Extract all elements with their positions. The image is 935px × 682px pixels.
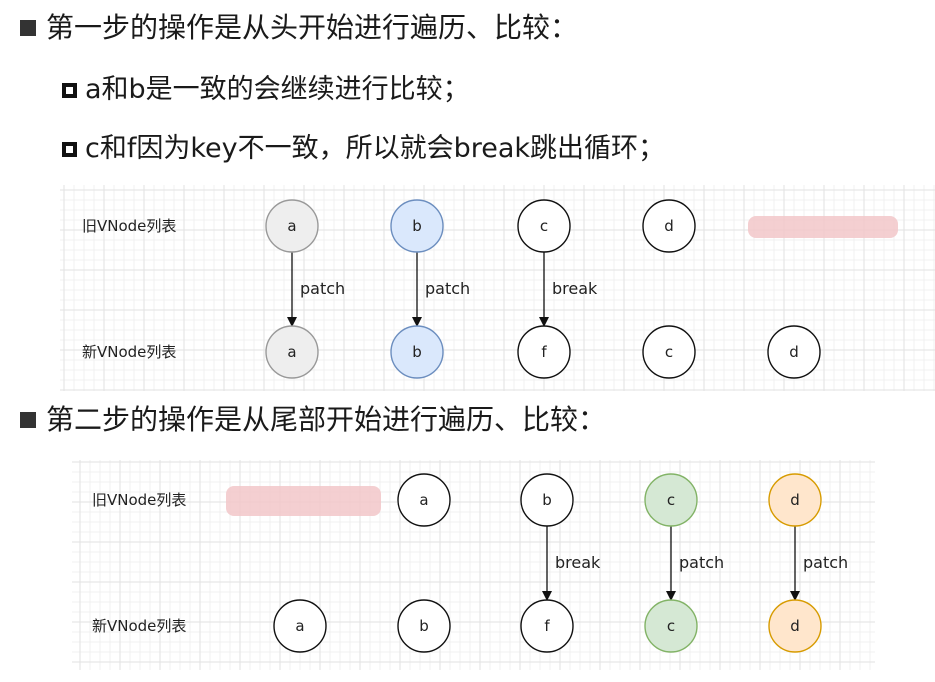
node-label: c <box>665 343 673 361</box>
old-vnode-list-label: 旧VNode列表 <box>82 217 176 235</box>
new-node: b <box>397 599 451 653</box>
new-node: c <box>642 325 696 379</box>
old-node: d <box>768 473 822 527</box>
old-node: b <box>520 473 574 527</box>
new-node: d <box>768 599 822 653</box>
diagram-step1: 旧VNode列表新VNode列表 patch patch break a b c d a b f c d <box>60 185 935 391</box>
node-label: c <box>540 217 548 235</box>
filled-square-bullet-icon <box>20 20 36 36</box>
node-label: d <box>790 491 800 509</box>
redacted-placeholder <box>748 216 898 238</box>
edge-label: break <box>552 279 598 298</box>
node-label: a <box>287 343 296 361</box>
old-vnode-list-label: 旧VNode列表 <box>92 491 186 509</box>
redacted-placeholder <box>226 486 381 516</box>
node-label: a <box>419 491 428 509</box>
edge-label: patch <box>803 553 848 572</box>
step1-sub1-text: a和b是一致的会继续进行比较； <box>85 74 470 105</box>
old-node: b <box>390 199 444 253</box>
edge-label: patch <box>679 553 724 572</box>
node-label: b <box>419 617 429 635</box>
new-node: d <box>767 325 821 379</box>
new-node: a <box>265 325 319 379</box>
new-node: a <box>273 599 327 653</box>
old-node: d <box>642 199 696 253</box>
new-node: b <box>390 325 444 379</box>
new-vnode-list-label: 新VNode列表 <box>92 617 186 635</box>
old-node: a <box>397 473 451 527</box>
edge-label: patch <box>300 279 345 298</box>
old-node: a <box>265 199 319 253</box>
edge-label: break <box>555 553 601 572</box>
step2-heading: 第二步的操作是从尾部开始进行遍历、比较： <box>20 402 606 438</box>
old-node: c <box>517 199 571 253</box>
step1-sub-item-2: c和f因为key不一致，所以就会break跳出循环； <box>62 131 665 167</box>
new-node: f <box>520 599 574 653</box>
diagram-step2: 旧VNode列表新VNode列表 break patch patch a b c d a b f c d <box>72 460 875 670</box>
node-label: b <box>542 491 552 509</box>
node-label: d <box>790 617 800 635</box>
node-label: f <box>544 617 550 635</box>
node-label: b <box>412 217 422 235</box>
step2-text: 第二步的操作是从尾部开始进行遍历、比较： <box>46 403 607 436</box>
node-label: d <box>664 217 674 235</box>
edge-label: patch <box>425 279 470 298</box>
step1-heading: 第一步的操作是从头开始进行遍历、比较： <box>20 10 578 46</box>
node-label: f <box>541 343 547 361</box>
node-label: c <box>667 491 675 509</box>
hollow-square-bullet-icon <box>62 82 77 98</box>
step1-sub2-text: c和f因为key不一致，所以就会break跳出循环； <box>85 133 666 164</box>
node-label: b <box>412 343 422 361</box>
grid-background <box>72 460 875 670</box>
node-label: d <box>789 343 799 361</box>
new-vnode-list-label: 新VNode列表 <box>82 343 176 361</box>
new-node: c <box>644 599 698 653</box>
new-node: f <box>517 325 571 379</box>
node-label: a <box>295 617 304 635</box>
hollow-square-bullet-icon <box>62 141 77 157</box>
step1-sub-item-1: a和b是一致的会继续进行比较； <box>62 72 470 108</box>
node-label: a <box>287 217 296 235</box>
old-node: c <box>644 473 698 527</box>
filled-square-bullet-icon <box>20 412 36 428</box>
node-label: c <box>667 617 675 635</box>
step1-text: 第一步的操作是从头开始进行遍历、比较： <box>46 11 579 44</box>
